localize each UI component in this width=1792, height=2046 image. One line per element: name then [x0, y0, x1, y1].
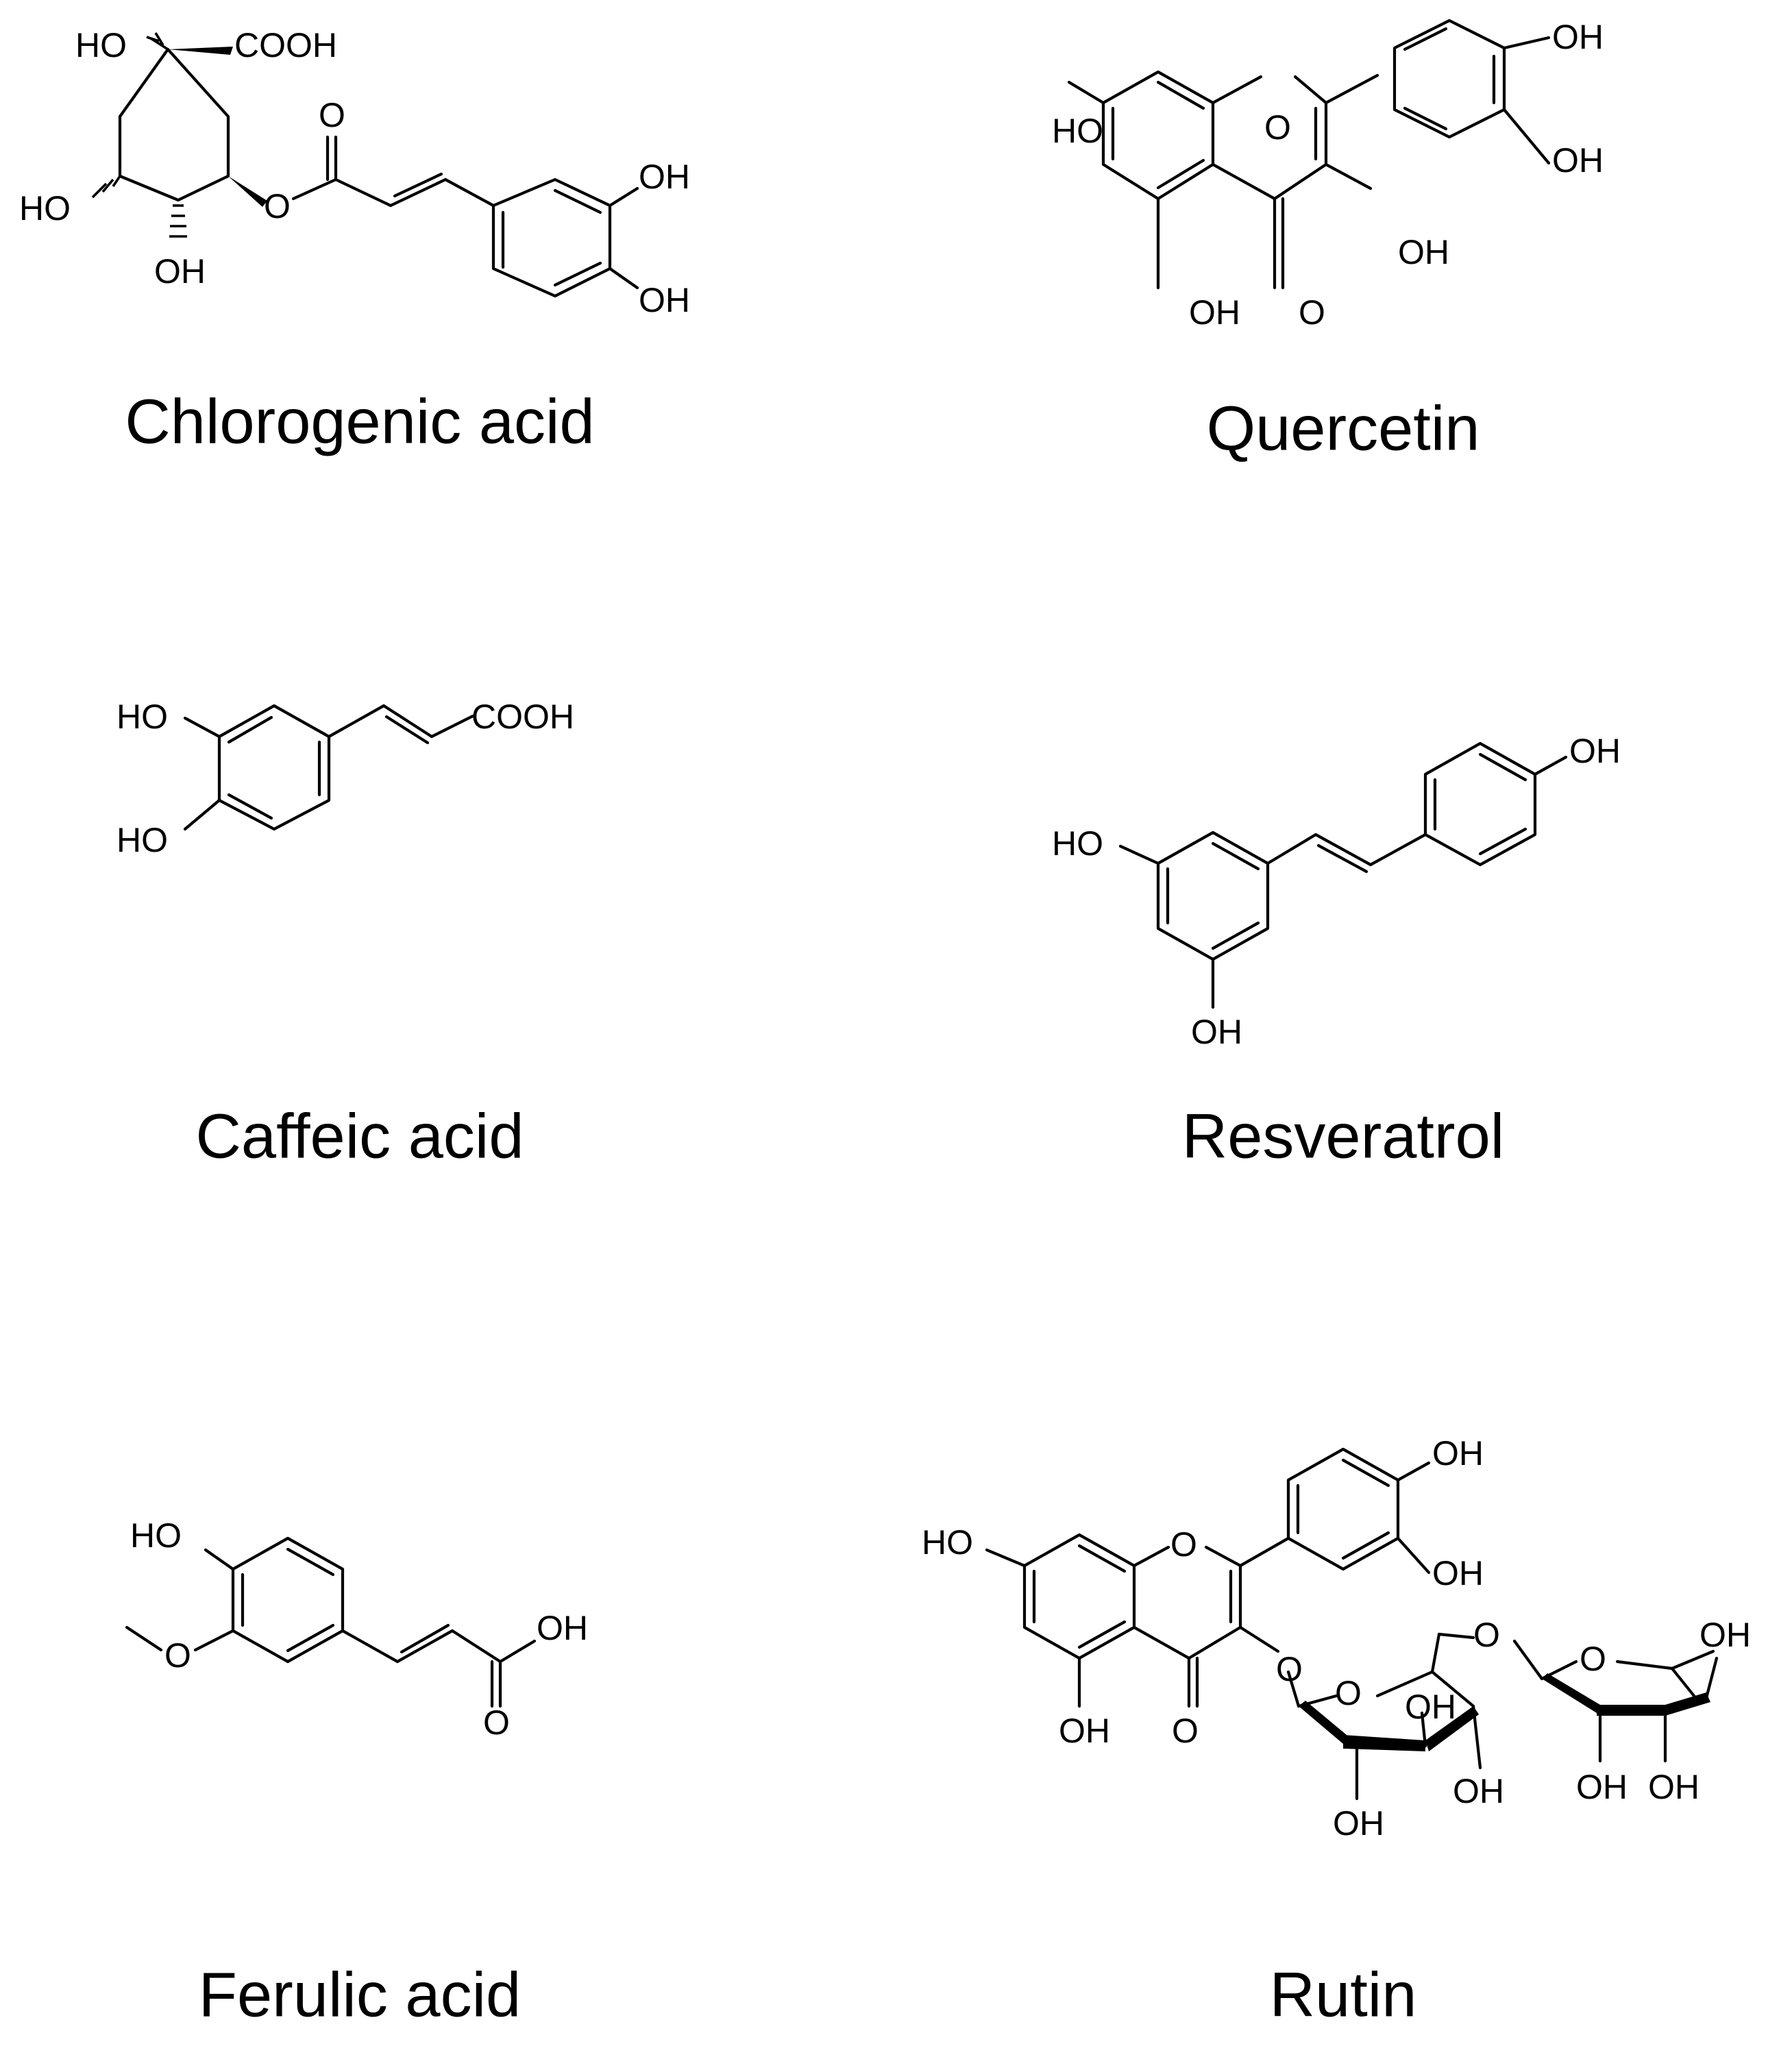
quercetin-ho-left: HO: [1052, 112, 1103, 150]
chlorogenic-cooh: COOH: [234, 26, 337, 64]
chlorogenic-oh-bottom: OH: [154, 252, 206, 291]
quercetin-oh-b1: OH: [1552, 18, 1604, 56]
rutin-sugar1-o: O: [1335, 1674, 1362, 1712]
chlorogenic-acid-caption: Chlorogenic acid: [125, 386, 594, 456]
rutin-oh-g1: OH: [1405, 1688, 1456, 1726]
chlorogenic-ho-left: HO: [19, 189, 71, 227]
ferulic-acid-oh: OH: [537, 1609, 588, 1647]
resveratrol-caption: Resveratrol: [1182, 1101, 1504, 1171]
quercetin-oh-c3: OH: [1398, 233, 1449, 271]
chlorogenic-oh-1: OH: [639, 158, 690, 196]
rutin-caption: Rutin: [1270, 1960, 1417, 2030]
resveratrol-structure: OH HO OH: [1052, 732, 1621, 1051]
resveratrol-ho-left: HO: [1052, 824, 1103, 863]
rutin-oh-r2: OH: [1576, 1768, 1628, 1806]
rutin-sugar2-o: O: [1580, 1640, 1606, 1678]
ferulic-acid-caption: Ferulic acid: [199, 1960, 521, 2030]
caffeic-acid-structure: HO HO COOH: [116, 698, 574, 859]
rutin-oh-r1: OH: [1699, 1616, 1751, 1654]
caffeic-acid-caption: Caffeic acid: [195, 1101, 524, 1171]
quercetin-structure: HO O OH OH OH OH O: [1052, 18, 1604, 332]
chlorogenic-ester-o: O: [264, 187, 291, 225]
ferulic-acid-o: O: [483, 1703, 510, 1742]
chlorogenic-oh-2: OH: [639, 281, 690, 319]
rutin-ho-left: HO: [922, 1523, 973, 1562]
ferulic-ho: HO: [130, 1516, 182, 1555]
ferulic-acid-structure: HO O OH O: [125, 1516, 588, 1742]
caffeic-ho-1: HO: [116, 698, 168, 736]
rutin-keto-o: O: [1172, 1712, 1199, 1750]
rutin-oh-b1: OH: [1432, 1434, 1484, 1472]
chlorogenic-acid-structure: HO COOH HO OH O O OH OH: [19, 26, 690, 319]
quercetin-ring-o: O: [1264, 108, 1291, 147]
rutin-oh-b2: OH: [1432, 1554, 1484, 1592]
caffeic-ho-2: HO: [116, 821, 168, 859]
rutin-glyco-o: O: [1276, 1650, 1303, 1688]
resveratrol-oh-bottom: OH: [1191, 1013, 1242, 1051]
rutin-oh-c5: OH: [1059, 1712, 1110, 1750]
quercetin-keto-o: O: [1299, 293, 1325, 332]
rutin-oh-g3: OH: [1333, 1804, 1384, 1842]
rutin-ring-o: O: [1170, 1525, 1197, 1564]
caffeic-cooh: COOH: [471, 698, 574, 736]
rutin-oh-g2: OH: [1453, 1772, 1504, 1810]
rutin-structure: OH OH HO O O O O O OH OH O OH OH OH OH O…: [922, 1434, 1751, 1842]
quercetin-oh-c5: OH: [1189, 293, 1240, 332]
rutin-link-o: O: [1473, 1616, 1500, 1654]
quercetin-oh-b2: OH: [1552, 141, 1604, 180]
resveratrol-oh-para: OH: [1569, 732, 1621, 770]
ferulic-methoxy-o: O: [164, 1636, 191, 1675]
chlorogenic-ho-top: HO: [75, 26, 127, 64]
quercetin-caption: Quercetin: [1207, 393, 1480, 463]
rutin-oh-r3: OH: [1648, 1768, 1699, 1806]
chlorogenic-carbonyl-o: O: [319, 96, 345, 134]
